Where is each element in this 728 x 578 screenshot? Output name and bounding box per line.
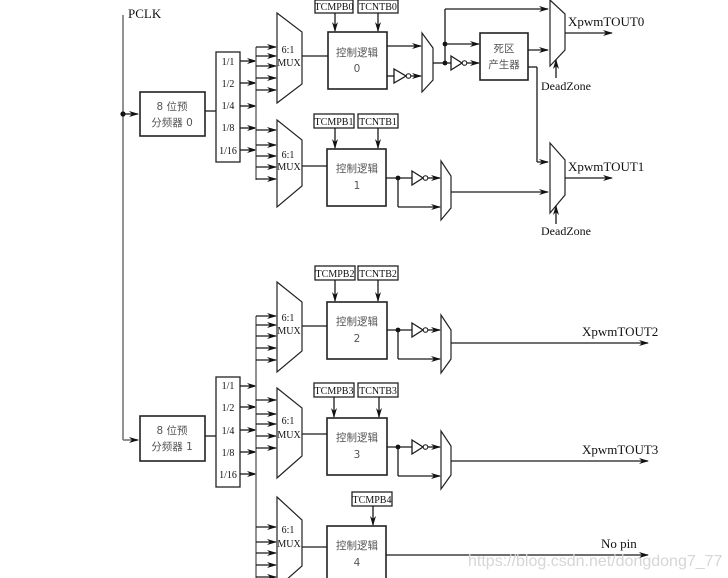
output-label-no-pin: No pin [601,536,637,551]
control-logic-index: 4 [354,557,361,569]
prescaler-1-label-line1: 8 位预 [156,424,188,437]
deadzone-label: DeadZone [541,79,591,93]
mux-3: 6:1 MUX [256,386,327,480]
mux-0: 6:1 MUX [256,11,328,105]
control-logic-label: 控制逻辑 [336,539,378,552]
prescaler-1: 8 位预 分频器 1 [139,415,216,462]
tcntb-register: TCNTB1 [359,117,397,128]
divider-label: 1/8 [222,123,235,134]
watermark: https://blog.csdn.net/dongdong7_77 [468,553,723,570]
divider-label: 1/2 [222,79,235,90]
control-logic-label: 控制逻辑 [336,431,378,444]
mux-label: 6:1 [282,45,295,56]
control-logic-index: 3 [354,449,361,461]
mux-label: 6:1 [282,150,295,161]
tcmpb-register: TCMPB1 [315,117,354,128]
divider-label: 1/4 [222,426,235,437]
deadzone-generator: 死区 产生器 [479,32,549,165]
mux-label: 6:1 [282,525,295,536]
output-label-tout2: XpwmTOUT2 [582,324,658,339]
timer-0: TCMPB0 TCNTB0 控制逻辑 0 [314,0,549,94]
deadzone-label: DeadZone [541,224,591,238]
timer-4: TCMPB4 控制逻辑 4 [326,491,649,578]
mux-label: MUX [277,430,301,441]
control-logic-index: 2 [354,333,361,345]
mux-label: MUX [277,539,301,550]
divider-0: 1/1 1/2 1/4 1/8 1/16 [215,47,257,180]
prescaler-1-label-line2: 分频器 1 [151,440,193,453]
deadzone-generator-label: 产生器 [488,58,520,71]
divider-label: 1/1 [222,381,235,392]
tcmpb-register: TCMPB3 [315,386,354,397]
output-label-tout0: XpwmTOUT0 [568,14,644,29]
prescaler-0-label-line2: 分频器 0 [151,116,193,129]
control-logic-index: 1 [354,180,361,192]
pclk-bus [120,15,139,443]
divider-label: 1/16 [219,146,237,157]
control-logic-label: 控制逻辑 [336,315,378,328]
divider-label: 1/8 [222,448,235,459]
output-label-tout1: XpwmTOUT1 [568,159,644,174]
timer-3: TCMPB3 TCNTB3 控制逻辑 3 [313,382,649,491]
divider-label: 1/1 [222,57,235,68]
mux-1: 6:1 MUX [256,118,327,209]
timer-2: TCMPB2 TCNTB2 控制逻辑 2 [314,265,649,375]
tcntb-register: TCNTB2 [359,269,397,280]
mux-label: MUX [277,326,301,337]
output-mux-0 [549,0,613,78]
tcmpb-register: TCMPB2 [316,269,355,280]
divider-label: 1/4 [222,101,235,112]
timer-1: TCMPB1 TCNTB1 控制逻辑 1 [313,113,549,222]
pclk-label: PCLK [128,6,162,21]
output-label-tout3: XpwmTOUT3 [582,442,658,457]
tcmpb-register: TCMPB4 [353,495,392,506]
divider-1: 1/1 1/2 1/4 1/8 1/16 [215,316,257,578]
mux-label: 6:1 [282,313,295,324]
deadzone-generator-label: 死区 [494,43,515,55]
divider-label: 1/2 [222,403,235,414]
control-logic-index: 0 [354,63,361,75]
output-mux-1 [549,141,613,224]
prescaler-0: 8 位预 分频器 0 [139,91,216,137]
divider-label: 1/16 [219,470,237,481]
mux-2: 6:1 MUX [256,280,327,374]
tcntb-register: TCNTB0 [359,2,397,13]
control-logic-label: 控制逻辑 [336,46,378,59]
mux-label: MUX [277,162,301,173]
tcmpb-register: TCMPB0 [315,2,354,13]
tcntb-register: TCNTB3 [359,386,397,397]
mux-label: 6:1 [282,416,295,427]
control-logic-label: 控制逻辑 [336,162,378,175]
prescaler-0-label-line1: 8 位预 [156,100,188,113]
mux-4: 6:1 MUX [256,495,327,578]
mux-label: MUX [277,58,301,69]
